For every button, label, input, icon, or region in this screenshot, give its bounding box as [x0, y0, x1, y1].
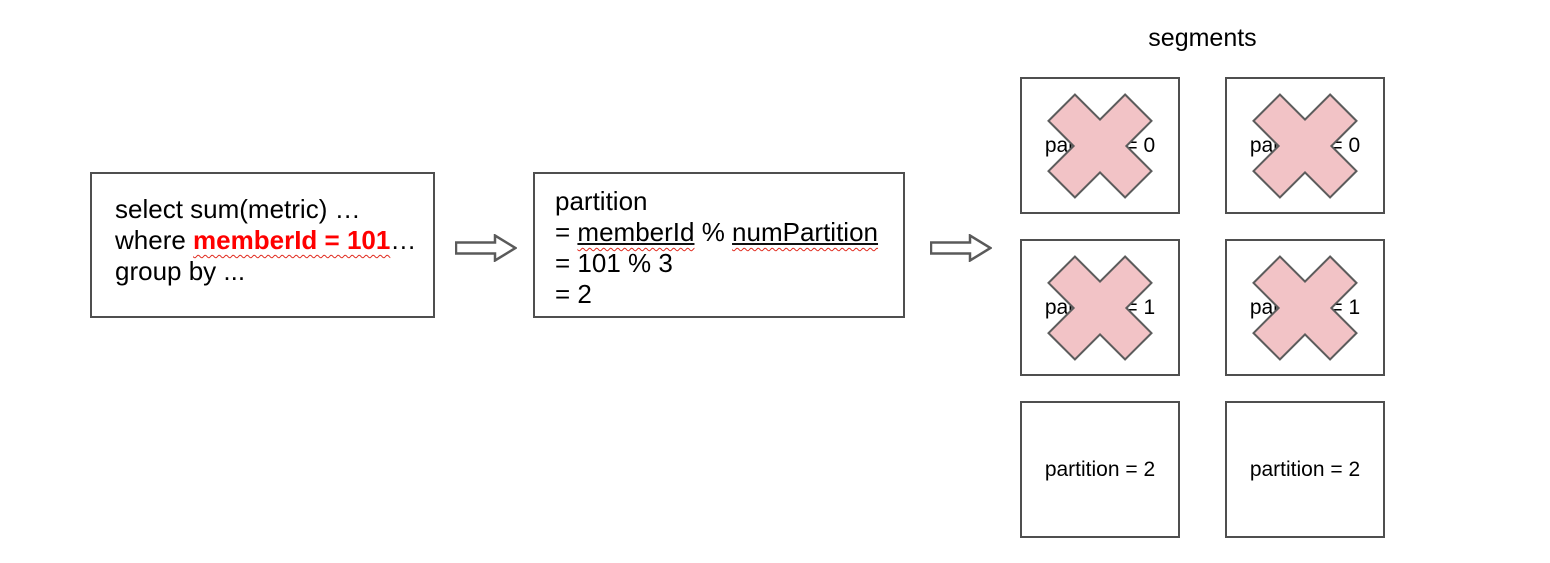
segment-box-partition-1: partition = 1 [1020, 239, 1180, 376]
segment-label: partition = 2 [1044, 457, 1156, 481]
x-mark-icon [1252, 254, 1358, 361]
query-line-2: where memberId = 101… [115, 225, 427, 256]
query-line-2-prefix: where [115, 225, 194, 255]
segment-label: partition = 2 [1249, 457, 1361, 481]
segment-box-partition-2: partition = 2 [1225, 401, 1385, 538]
member-id-term: memberId [577, 217, 695, 247]
formula-line-2: = memberId % numPartition [555, 217, 899, 248]
query-line-2-suffix: … [390, 225, 417, 255]
segment-box-partition-0: partition = 0 [1225, 77, 1385, 214]
query-line-3: group by ... [115, 256, 246, 286]
formula-line-3: = 101 % 3 [555, 248, 673, 278]
formula-line-4: = 2 [555, 279, 592, 309]
right-arrow-icon [930, 234, 992, 262]
formula-box: partition = memberId % numPartition = 10… [533, 172, 905, 318]
segments-grid: partition = 0 partition = 0 partition = … [1020, 77, 1385, 538]
segments-title: segments [1148, 24, 1257, 52]
x-mark-icon [1252, 92, 1358, 199]
segment-box-partition-1: partition = 1 [1225, 239, 1385, 376]
x-mark-icon [1047, 92, 1153, 199]
x-mark-icon [1047, 254, 1153, 361]
query-line-1: select sum(metric) … [115, 194, 361, 224]
num-partition-term: numPartition [732, 217, 879, 247]
formula-line-2-prefix: = [555, 217, 578, 247]
segment-box-partition-2: partition = 2 [1020, 401, 1180, 538]
segment-box-partition-0: partition = 0 [1020, 77, 1180, 214]
right-arrow-icon [455, 234, 517, 262]
formula-line-1: partition [555, 186, 648, 216]
modulo-operator: % [694, 217, 733, 247]
query-box: select sum(metric) … where memberId = 10… [90, 172, 435, 318]
member-id-highlight: memberId = 101 [193, 225, 391, 255]
